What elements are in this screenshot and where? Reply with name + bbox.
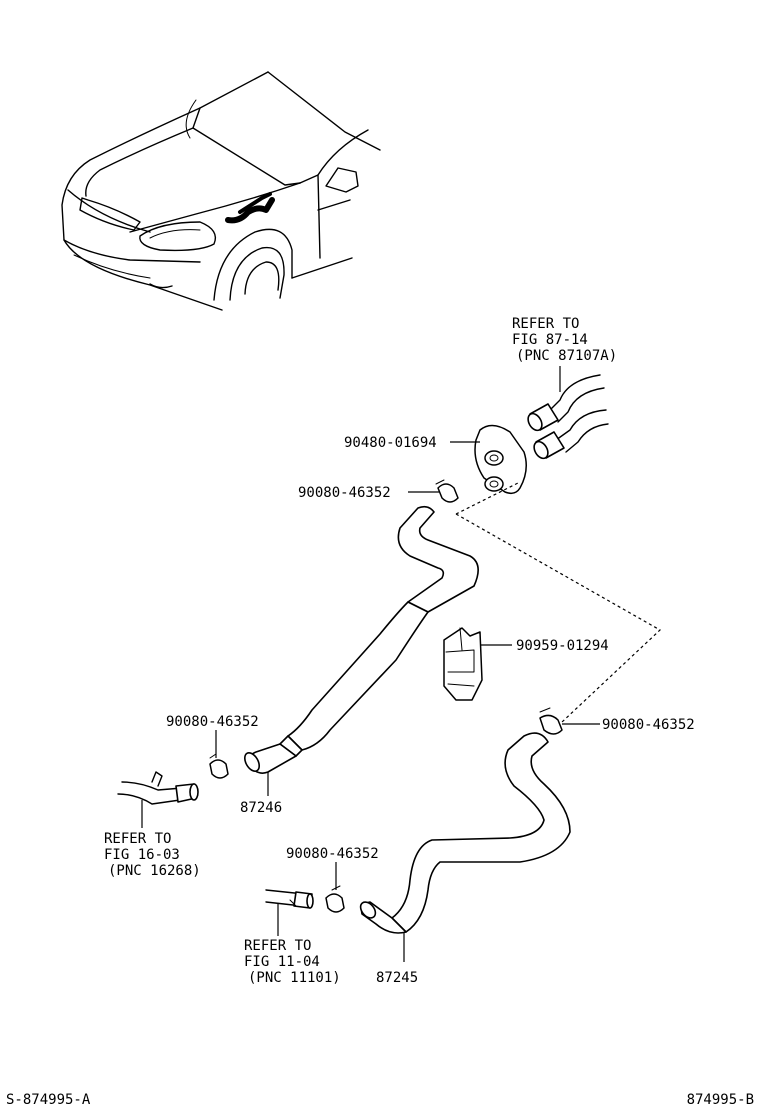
clamp-right: [539, 707, 563, 735]
dashed-relation-line: [455, 513, 662, 723]
ref-top-line-2: FIG 87-14: [512, 332, 588, 348]
ref-top-line-1: REFER TO: [512, 316, 579, 332]
label-clamp-right: 90080-46352: [602, 717, 695, 733]
label-grommet: 90480-01694: [344, 435, 437, 451]
ref-bottom-line-3: (PNC 11101): [248, 970, 341, 986]
clamp-top: [435, 479, 459, 503]
ref-left-line-1: REFER TO: [104, 831, 171, 847]
label-hose-upper: 87246: [240, 800, 282, 816]
ref-left-line-2: FIG 16-03: [104, 847, 180, 863]
label-clamp-top: 90080-46352: [298, 485, 391, 501]
heater-pipe-left: [117, 771, 199, 828]
footer-right-code: 874995-B: [687, 1092, 754, 1108]
heater-pipe-bottom: [265, 889, 314, 936]
ref-bottom-line-2: FIG 11-04: [244, 954, 320, 970]
label-clamp-left: 90080-46352: [166, 714, 259, 730]
grommet: [474, 424, 527, 495]
clamp-left: [209, 753, 229, 779]
ref-top-line-3: (PNC 87107A): [516, 348, 617, 364]
car-illustration: [61, 71, 381, 311]
footer-left-code: S-874995-A: [6, 1092, 91, 1108]
hose-87246: [243, 505, 479, 774]
hose-87245: [359, 732, 571, 934]
ref-bottom-line-1: REFER TO: [244, 938, 311, 954]
label-clip: 90959-01294: [516, 638, 609, 654]
heater-pipes-top: [527, 374, 609, 460]
clip: [443, 627, 483, 701]
clamp-bottom: [325, 885, 345, 913]
ref-left-line-3: (PNC 16268): [108, 863, 201, 879]
label-hose-lower: 87245: [376, 970, 418, 986]
label-clamp-bottom: 90080-46352: [286, 846, 379, 862]
